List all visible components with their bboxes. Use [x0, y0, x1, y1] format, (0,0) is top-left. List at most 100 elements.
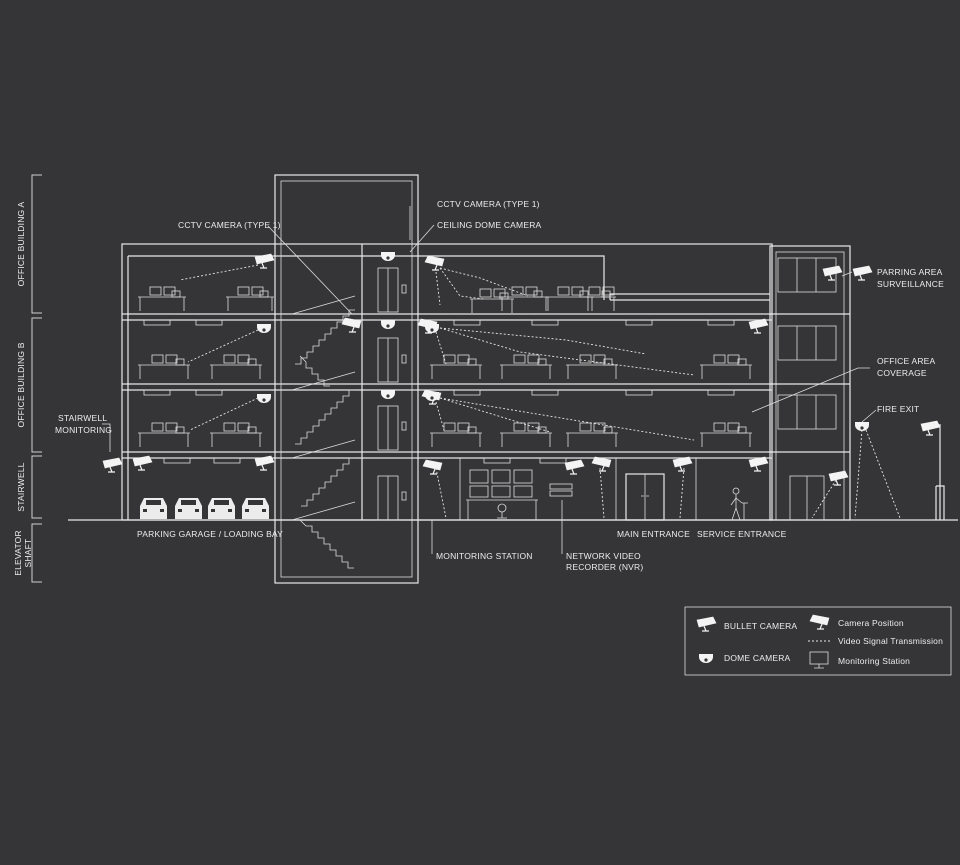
desk-workstation [546, 286, 594, 311]
ceiling-light-fixture [453, 319, 481, 326]
bullet-camera-icon [102, 457, 123, 473]
section-brackets [31, 174, 42, 583]
desk-workstation [138, 422, 190, 447]
callout-service-entrance: SERVICE ENTRANCE [697, 529, 787, 539]
ceiling-light-fixture [625, 389, 653, 396]
legend-signal-label: Video Signal Transmission [838, 636, 943, 646]
ceiling-light-fixture [143, 389, 171, 396]
desk-workstation [470, 288, 514, 313]
elevator-label-word1: ELEVATOR [13, 530, 23, 576]
callout-nvr-line1: NETWORK VIDEO [566, 551, 641, 561]
ceiling-light-fixture [707, 319, 735, 326]
parked-car-icon [208, 498, 235, 519]
dome-camera-icon [257, 324, 271, 333]
bullet-camera-icon [341, 317, 362, 333]
bullet-camera-icon [748, 318, 769, 334]
ceiling-light-fixture [483, 457, 511, 464]
parked-car-icon [140, 498, 167, 519]
ceiling-light-fixture [143, 319, 171, 326]
bullet-camera-icon [822, 265, 843, 281]
callout-fire-exit: FIRE EXIT [877, 404, 919, 414]
desk-workstation [500, 286, 548, 311]
callout-leaders [102, 206, 877, 554]
bullet-camera-icon [591, 456, 612, 472]
callout-stairwell-monitoring-line2: MONITORING [55, 425, 112, 435]
ceiling-light-fixture [213, 457, 241, 464]
desk-workstation [700, 354, 752, 379]
label-office-building-a: OFFICE BUILDING A [16, 202, 26, 287]
callout-nvr-line2: RECORDER (NVR) [566, 562, 643, 572]
desk-workstation [500, 354, 552, 379]
callout-office-coverage-line1: OFFICE AREA [877, 356, 936, 366]
legend-monitoring-station-label: Monitoring Station [838, 656, 910, 666]
ceiling-light-fixture [195, 389, 223, 396]
dome-camera-icon [381, 320, 395, 329]
desk-workstation [210, 422, 262, 447]
bullet-camera-icon [852, 265, 873, 281]
ceiling-light-fixture [195, 319, 223, 326]
callout-main-entrance: MAIN ENTRANCE [617, 529, 690, 539]
callout-labels: CCTV CAMERA (TYPE 1) CCTV CAMERA (TYPE 1… [55, 199, 944, 572]
dome-camera-icon [381, 390, 395, 399]
cameras [102, 252, 941, 486]
legend-camera-position-icon [809, 614, 830, 630]
bullet-camera-icon [828, 470, 849, 486]
video-signal-lines [179, 264, 901, 519]
elevator-label-word2: SHAFT [23, 539, 33, 568]
label-stairwell: STAIRWELL [16, 462, 26, 511]
bullet-camera-icon [254, 253, 275, 269]
legend-dome-camera-icon [699, 654, 713, 663]
legend-dome-camera-label: DOME CAMERA [724, 653, 791, 663]
dome-camera-icon [425, 392, 439, 401]
callout-parking-area-line1: PARRING AREA [877, 267, 943, 277]
callout-stairwell-monitoring-line1: STAIRWELL [58, 413, 107, 423]
label-elevator-shaft: ELEVATORSHAFT [13, 530, 33, 576]
desk-workstation [700, 422, 752, 447]
desk-workstation [500, 422, 552, 447]
lamp-post [935, 424, 945, 520]
person-figure [730, 487, 748, 521]
ceiling-light-fixture [625, 319, 653, 326]
ceiling-lights [143, 319, 735, 464]
dome-camera-icon [855, 422, 869, 431]
desk-workstation [138, 354, 190, 379]
legend-bullet-camera-label: BULLET CAMERA [724, 621, 797, 631]
elevator-doors [377, 267, 407, 521]
building-structure [68, 174, 958, 584]
bullet-camera-icon [564, 459, 585, 475]
parked-cars [140, 498, 269, 519]
callout-parking-garage: PARKING GARAGE / LOADING BAY [137, 529, 283, 539]
callout-office-coverage-line2: COVERAGE [877, 368, 927, 378]
desk-workstation [210, 354, 262, 379]
ceiling-light-fixture [453, 389, 481, 396]
desk-workstation [566, 422, 618, 447]
desk-workstation [226, 286, 274, 311]
legend: BULLET CAMERA DOME CAMERA Camera Positio… [684, 606, 952, 676]
legend-camera-position-label: Camera Position [838, 618, 904, 628]
bullet-camera-icon [672, 456, 693, 472]
stairwell-stairs [291, 295, 356, 569]
bullet-camera-icon [809, 614, 830, 630]
legend-monitor-icon [809, 651, 829, 669]
bullet-camera-icon [920, 420, 941, 436]
monitoring-station-equipment [466, 469, 573, 520]
desk-workstation [430, 354, 482, 379]
bullet-camera-icon [132, 455, 153, 471]
tower-windows [777, 257, 837, 521]
callout-cctv-camera-right: CCTV CAMERA (TYPE 1) [437, 199, 540, 209]
desk-workstation [430, 422, 482, 447]
bullet-camera-icon [424, 255, 445, 271]
ceiling-light-fixture [539, 457, 567, 464]
office-desks [138, 286, 752, 447]
bullet-camera-icon [748, 456, 769, 472]
ceiling-light-fixture [531, 319, 559, 326]
callout-ceiling-dome-camera: CEILING DOME CAMERA [437, 220, 542, 230]
callout-parking-area-line2: SURVEILLANCE [877, 279, 944, 289]
label-office-building-b: OFFICE BUILDING B [16, 342, 26, 427]
desk-workstation [586, 286, 616, 311]
callout-cctv-camera-left: CCTV CAMERA (TYPE 1) [178, 220, 281, 230]
dome-camera-icon [381, 252, 395, 261]
bullet-camera-icon [422, 459, 443, 475]
